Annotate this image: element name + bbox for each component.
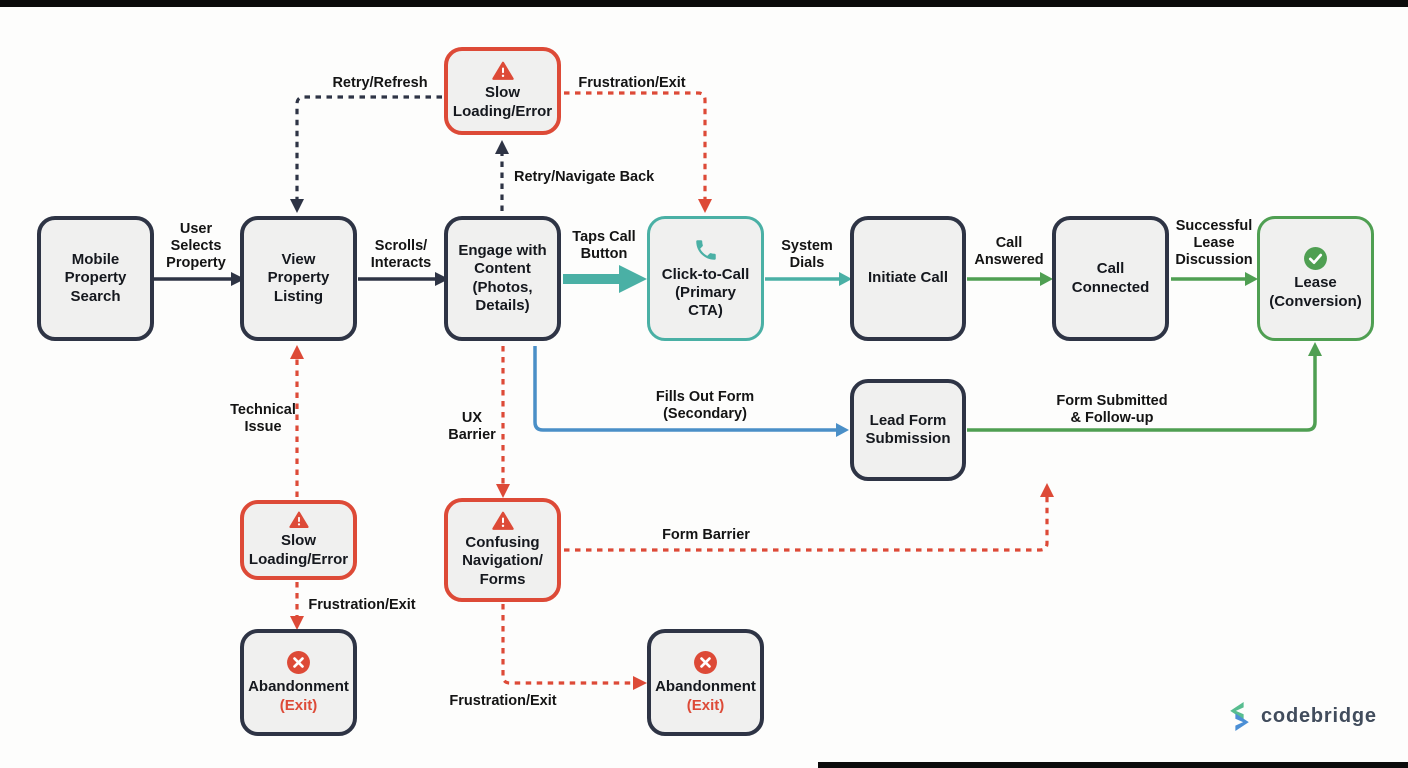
node-lease-conversion[interactable]: Lease (Conversion) xyxy=(1257,216,1374,341)
node-engage-with-content[interactable]: Engage with Content (Photos, Details) xyxy=(444,216,561,341)
edge-label-taps-call-button: Taps Call Button xyxy=(572,229,636,263)
warning-icon xyxy=(491,61,514,81)
edge-label-frustration-exit-left: Frustration/Exit xyxy=(308,597,416,613)
node-label: Mobile Property Search xyxy=(64,251,127,305)
edge-system-dials xyxy=(765,272,852,286)
edge-taps-call-button xyxy=(563,265,647,293)
node-initiate-call[interactable]: Initiate Call xyxy=(850,216,966,341)
edge-retry-refresh xyxy=(290,95,442,213)
node-confusing-navigation-forms[interactable]: Confusing Navigation/ Forms xyxy=(444,498,561,602)
node-sublabel: (Exit) xyxy=(279,696,318,714)
edge-label-form-submitted: Form Submitted & Follow-up xyxy=(1056,393,1168,427)
node-label: Abandonment xyxy=(248,678,349,696)
edge-label-system-dials: System Dials xyxy=(781,238,833,272)
node-slow-loading-error-top[interactable]: Slow Loading/Error xyxy=(444,47,561,135)
node-mobile-property-search[interactable]: Mobile Property Search xyxy=(37,216,154,341)
bottom-edge-bar xyxy=(818,762,1408,768)
edge-fills-out-form xyxy=(533,346,849,437)
check-circle-icon xyxy=(1304,247,1327,271)
edge-label-retry-refresh: Retry/Refresh xyxy=(332,75,428,91)
edge-technical-issue xyxy=(290,345,304,497)
edge-label-ux-barrier: UX Barrier xyxy=(448,410,496,444)
x-circle-icon xyxy=(287,651,310,675)
node-call-connected[interactable]: Call Connected xyxy=(1052,216,1169,341)
edge-label-form-barrier: Form Barrier xyxy=(662,527,750,543)
edge-frustration-exit-mid xyxy=(501,604,647,690)
node-click-to-call[interactable]: Click-to-Call (Primary CTA) xyxy=(647,216,764,341)
edge-label-fills-out-form: Fills Out Form (Secondary) xyxy=(655,389,755,423)
edge-label-retry-navigate-back: Retry/Navigate Back xyxy=(514,169,655,185)
edge-successful-lease xyxy=(1171,272,1258,286)
node-label: Slow Loading/Error xyxy=(248,532,349,568)
node-label: Lease (Conversion) xyxy=(1269,274,1362,310)
node-label: Lead Form Submission xyxy=(865,411,951,447)
edge-retry-navigate-back xyxy=(495,140,509,211)
warning-icon xyxy=(491,511,514,530)
edge-scrolls-interacts xyxy=(358,272,449,286)
edge-label-technical-issue: Technical Issue xyxy=(230,402,296,436)
warning-icon xyxy=(288,511,309,529)
node-sublabel: (Exit) xyxy=(686,696,725,714)
edge-label-frustration-exit-mid: Frustration/Exit xyxy=(449,693,557,709)
phone-icon xyxy=(695,239,716,260)
edge-label-scrolls-interacts: Scrolls/ Interacts xyxy=(370,238,432,272)
edge-call-answered xyxy=(967,272,1053,286)
node-label: Confusing Navigation/ Forms xyxy=(462,534,543,588)
edge-label-call-answered: Call Answered xyxy=(974,235,1044,269)
node-view-property-listing[interactable]: View Property Listing xyxy=(240,216,357,341)
codebridge-logo-icon xyxy=(1230,702,1249,731)
top-edge-bar xyxy=(0,0,1408,7)
edge-user-selects-property xyxy=(154,272,245,286)
edge-label-successful-lease: Successful Lease Discussion xyxy=(1175,218,1253,269)
x-circle-icon xyxy=(694,651,717,675)
node-label: Engage with Content (Photos, Details) xyxy=(458,241,547,314)
edge-label-frustration-exit-top: Frustration/Exit xyxy=(578,75,686,91)
node-lead-form-submission[interactable]: Lead Form Submission xyxy=(850,379,966,481)
edge-frustration-exit-left xyxy=(290,582,304,630)
node-label: Click-to-Call (Primary CTA) xyxy=(661,265,750,320)
codebridge-wordmark: codebridge xyxy=(1261,705,1377,727)
node-label: View Property Listing xyxy=(267,251,330,305)
node-label: Call Connected xyxy=(1071,260,1150,296)
edge-ux-barrier xyxy=(496,346,510,498)
node-label: Slow Loading/Error xyxy=(452,84,553,120)
node-abandonment-exit-mid[interactable]: Abandonment (Exit) xyxy=(647,629,764,736)
edge-frustration-exit-top xyxy=(564,91,712,213)
node-label: Initiate Call xyxy=(867,269,949,287)
node-label: Abandonment xyxy=(655,678,756,696)
node-slow-loading-error-bottom[interactable]: Slow Loading/Error xyxy=(240,500,357,580)
edge-form-barrier xyxy=(564,483,1054,552)
node-abandonment-exit-left[interactable]: Abandonment (Exit) xyxy=(240,629,357,736)
edge-form-submitted xyxy=(967,342,1322,432)
edge-label-user-selects-property: User Selects Property xyxy=(166,221,226,272)
codebridge-logo: codebridge xyxy=(1226,701,1377,732)
